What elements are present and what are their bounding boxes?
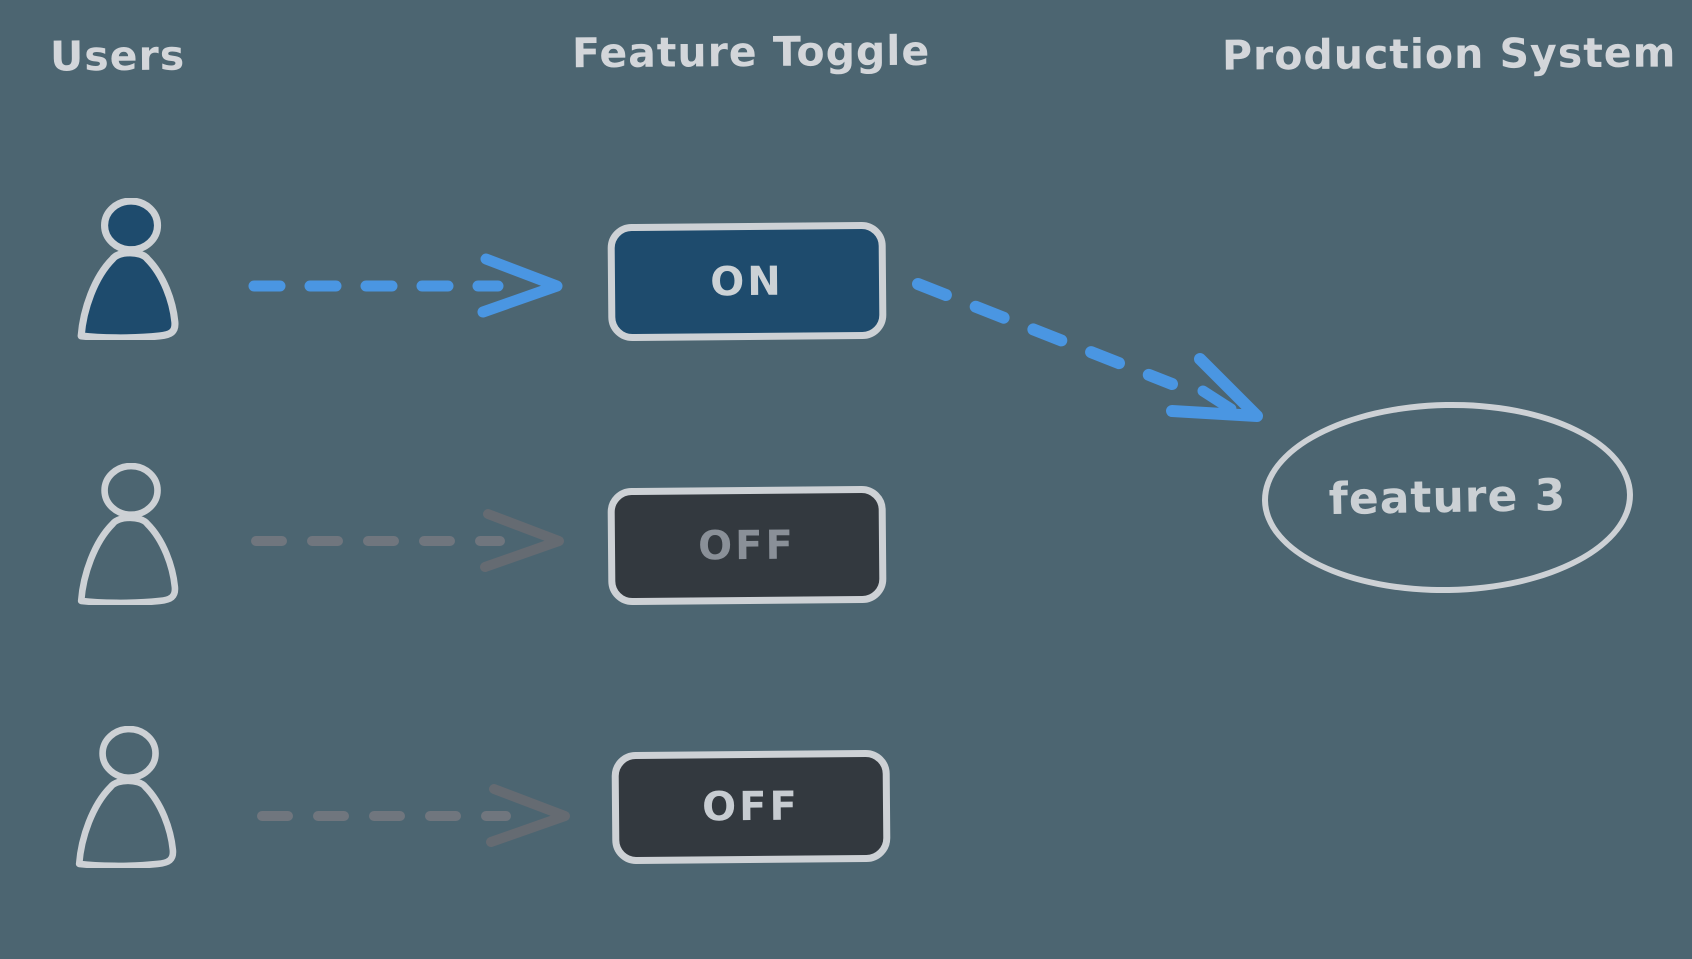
- user-body-shape: [75, 777, 177, 868]
- dashed-arrow-gray: [257, 784, 570, 847]
- dashed-arrow-blue-diagonal: [912, 278, 1263, 422]
- user-body-shape: [77, 514, 179, 605]
- user-head-shape: [101, 463, 161, 519]
- user-icon-outline: [77, 463, 179, 605]
- user-body-shape: [77, 249, 179, 340]
- user-icon-outline: [75, 726, 177, 868]
- toggle-on-label: ON: [710, 258, 784, 305]
- arrowhead-icon: [477, 253, 563, 318]
- feature-3-ellipse: feature 3: [1260, 398, 1635, 597]
- arrowhead-inner-tick: [1197, 385, 1237, 415]
- arrowhead-icon: [1166, 353, 1263, 422]
- column-header-production-system: Production System: [1221, 28, 1677, 80]
- arrowhead-icon: [480, 509, 564, 572]
- user-icon-filled: [77, 198, 179, 340]
- column-header-feature-toggle: Feature Toggle: [571, 26, 931, 78]
- column-header-users: Users: [49, 31, 186, 81]
- user-head-shape: [99, 726, 159, 782]
- dashed-arrow-blue: [248, 253, 563, 318]
- toggle-off-label: OFF: [697, 522, 797, 569]
- arrow-dashes: [912, 278, 1178, 390]
- user-head-shape: [101, 198, 162, 254]
- toggle-on-button[interactable]: ON: [607, 221, 887, 342]
- toggle-off-label: OFF: [701, 783, 801, 831]
- feature-3-label: feature 3: [1328, 469, 1567, 526]
- dashed-arrow-gray: [251, 509, 564, 572]
- toggle-off-button-2[interactable]: OFF: [607, 485, 887, 606]
- arrowhead-icon: [486, 784, 570, 847]
- toggle-off-button-3[interactable]: OFF: [611, 749, 891, 865]
